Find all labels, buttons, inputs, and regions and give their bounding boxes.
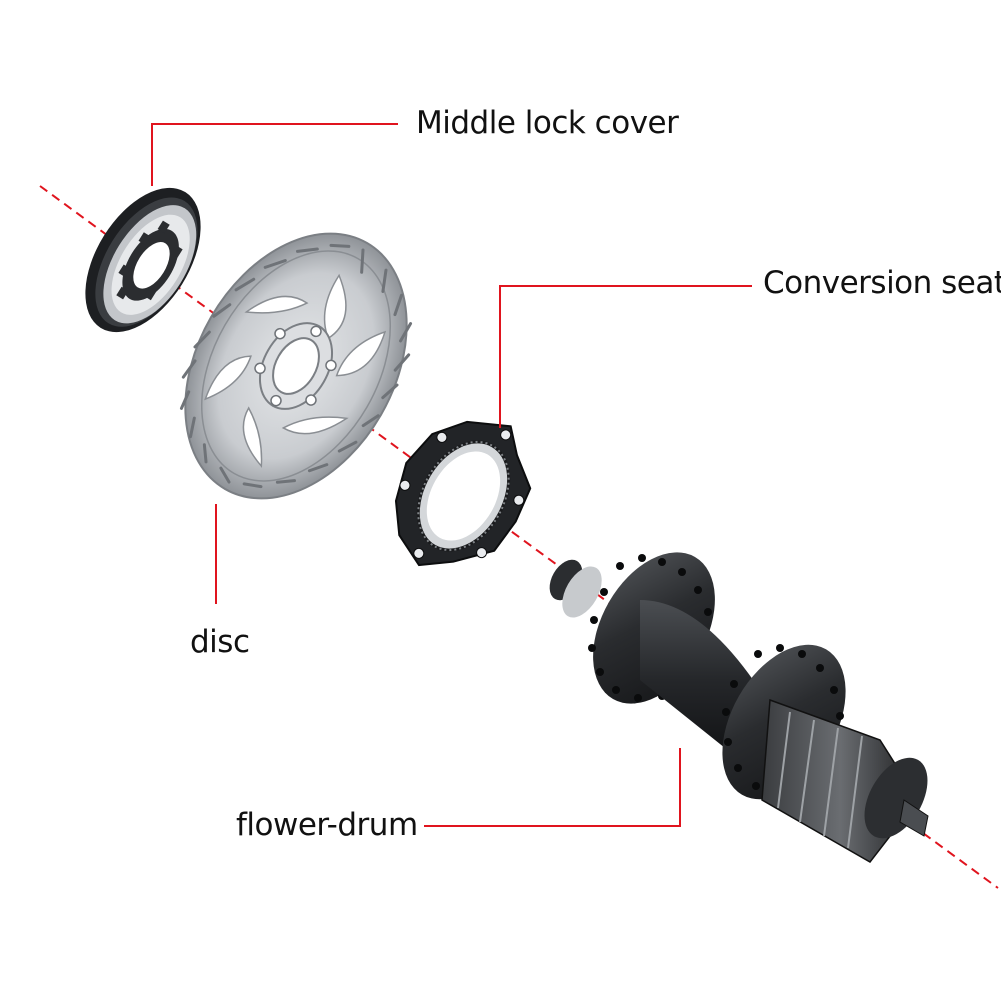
label-conversion-seat: Conversion seat [763, 265, 1001, 301]
adapter-ring [394, 420, 532, 567]
axis-line [39, 185, 999, 889]
leader-lines [151, 123, 752, 827]
lock-ring [85, 187, 201, 333]
label-middle-lock-cover: Middle lock cover [416, 105, 679, 141]
leader-line-drum [424, 748, 681, 827]
label-flower-drum: flower-drum [236, 807, 418, 843]
brake-rotor [179, 232, 413, 500]
label-disc: disc [190, 624, 250, 660]
leader-line-cover [151, 123, 398, 186]
leader-line-seat [499, 285, 752, 428]
rear-hub [549, 552, 929, 863]
